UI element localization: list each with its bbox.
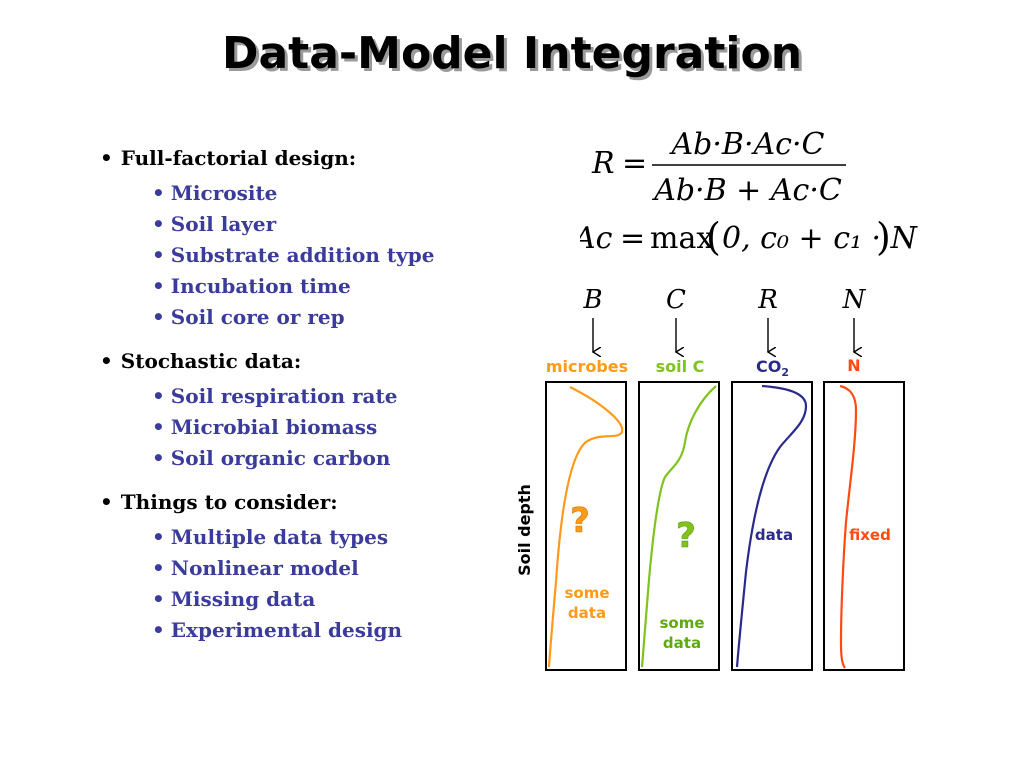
variable-label: C — [666, 285, 686, 315]
profile-curve — [640, 385, 717, 668]
profile-box — [731, 381, 813, 671]
annotation: data — [568, 604, 606, 622]
list-item: Soil respiration rate — [100, 381, 500, 412]
question-mark-icon: ? — [570, 501, 590, 541]
annotation: some — [659, 614, 704, 632]
column-label: microbes — [546, 357, 628, 376]
paren-close: ) — [876, 215, 891, 259]
section-stochastic: Stochastic data: Soil respiration rate M… — [100, 347, 500, 474]
list-item: Soil layer — [100, 209, 500, 240]
profile-curve — [839, 384, 858, 669]
section-consider: Things to consider: Multiple data types … — [100, 488, 500, 646]
list-item: Substrate addition type — [100, 240, 500, 271]
list-item: Soil core or rep — [100, 302, 500, 333]
y-axis-label: Soil depth — [515, 484, 534, 576]
annotation: some — [564, 584, 609, 602]
annotation: data — [663, 634, 701, 652]
list-item: Microsite — [100, 178, 500, 209]
bullet-list: Full-factorial design: Microsite Soil la… — [100, 144, 500, 660]
variable-label: R — [757, 285, 778, 315]
annotation: fixed — [849, 526, 891, 544]
column-label: N — [847, 356, 860, 375]
list-item: Experimental design — [100, 615, 500, 646]
list-item: Microbial biomass — [100, 412, 500, 443]
column-soil-c: C soil C ? some data — [638, 285, 720, 671]
column-co2: R CO2 data — [731, 285, 813, 671]
profile-box — [823, 381, 905, 671]
section-heading: Stochastic data: — [100, 347, 500, 375]
list-item: Incubation time — [100, 271, 500, 302]
soil-profile-diagram: Soil depth B microbes ? some data C soil… — [515, 285, 905, 671]
variable-label: B — [582, 285, 602, 315]
equation-numerator: Ab·B·Ac·C — [669, 127, 825, 162]
column-microbes: B microbes ? some data — [545, 285, 628, 671]
section-heading: Things to consider: — [100, 488, 500, 516]
variable-label: N — [842, 285, 867, 315]
equations: R = Ab·B·Ac·C Ab·B + Ac·C Ac = max ( 0, … — [580, 127, 919, 259]
profile-curve — [547, 386, 624, 668]
equation-ac-lhs: Ac — [580, 221, 613, 256]
profile-box — [545, 381, 627, 671]
list-item: Missing data — [100, 584, 500, 615]
annotation: data — [755, 526, 793, 544]
column-label: soil C — [656, 357, 705, 376]
equation-denominator: Ab·B + Ac·C — [651, 173, 842, 208]
column-n: N N fixed — [823, 285, 905, 671]
equation-max-args: 0, c₀ + c₁ · N — [722, 221, 919, 256]
profile-curve — [735, 384, 808, 668]
list-item: Soil organic carbon — [100, 443, 500, 474]
equation-r-lhs: R — [591, 146, 615, 181]
list-item: Nonlinear model — [100, 553, 500, 584]
equation-r-equals: = — [622, 146, 647, 181]
equation-ac-equals: = — [620, 221, 645, 256]
list-item: Multiple data types — [100, 522, 500, 553]
column-label: CO2 — [756, 357, 789, 379]
question-mark-icon: ? — [676, 516, 696, 556]
page-title: Data-Model Integration — [221, 28, 803, 79]
section-design: Full-factorial design: Microsite Soil la… — [100, 144, 500, 333]
section-heading: Full-factorial design: — [100, 144, 500, 172]
profile-box — [638, 381, 720, 671]
equation-max: max — [650, 221, 713, 256]
paren-open: ( — [706, 215, 721, 259]
